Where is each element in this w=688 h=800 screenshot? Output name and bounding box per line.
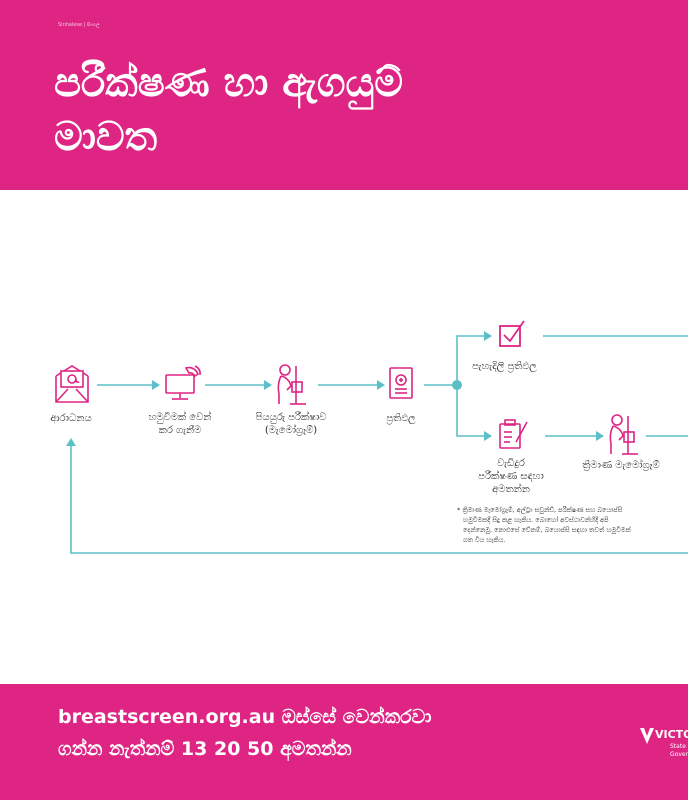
victoria-v-icon (640, 728, 654, 744)
arrowhead (264, 380, 272, 390)
logo-text: VICTORIA (655, 728, 688, 741)
person-mammogram-3d-icon (609, 414, 638, 455)
label-booking-line1: හමුවීමක් වෙන් (149, 410, 212, 423)
label-booking-line2: කර ගැනීම (159, 424, 202, 436)
arrowheads (66, 331, 604, 446)
footer-website-line: breastscreen.org.au ඔස්සේ වෙන්කරවා (58, 706, 432, 728)
arrowhead (66, 438, 76, 446)
label-screening-line2: (මැමෝග්‍රෑම්) (265, 423, 317, 436)
page-title: පරීක්ෂණ හා ඇගයුම් මාවත (54, 56, 654, 164)
label-results: ප්‍රතිඵල (386, 413, 416, 424)
victoria-logo: VICTORIA State Government (640, 726, 688, 776)
logo-subtitle: State Government (670, 743, 688, 759)
header-banner: Sinhalese | සිංහල පරීක්ෂණ හා ඇගයුම් මාවත (0, 0, 688, 190)
arrowhead (484, 431, 492, 441)
footnote-line1: * ත්‍රිමාණ මැමෝග්‍රෑම්, අල්ට්‍රා සවුන්ඩ්… (457, 506, 623, 515)
flow-lines (70, 335, 688, 554)
title-line-2: මාවත (54, 114, 158, 160)
envelope-icon (55, 365, 89, 403)
branch-node (452, 380, 462, 390)
clipboard-pen-icon (499, 419, 528, 449)
arrowhead (484, 331, 492, 341)
label-invitation: ආරාධනය (50, 412, 91, 424)
footnote-line2: හමුවීමකදී සිදු කළ හැකිය. බොහෝ අවස්ථාවන්හ… (463, 516, 609, 525)
title-line-1: පරීක්ෂණ හා ඇගයුම් (54, 60, 404, 106)
label-further-line1: වැඩිදුර (497, 457, 525, 469)
footnote-line4: ගත විය හැකිය. (463, 536, 505, 544)
footer-phone-line: ගන්න නැත්නම් 13 20 50 අමතන්න (58, 738, 352, 760)
label-3d-mammogram: ත්‍රිමාණ මැමෝග්‍රෑම් (582, 458, 659, 471)
logo-sub-state: State (670, 743, 686, 750)
footnote-line3: දෙන්නෙමු, නොඑසේ වේනම්, බයොප්සි සඳහා තවත්… (463, 526, 631, 535)
label-screening-line1: පියයුරු පරීක්ෂාව (255, 410, 326, 423)
label-further-line3: අමතන්න (492, 482, 530, 495)
return-loop-line (70, 446, 688, 554)
flow-diagram-svg: ආරාධනය හමුවීමක් වෙන් කර ගැනීම පියයුරු පර… (50, 320, 688, 554)
document-icon (389, 367, 413, 399)
branch-down-line (456, 385, 484, 437)
pathway-diagram: ආරාධනය හමුවීමක් වෙන් කර ගැනීම පියයුරු පර… (0, 190, 688, 684)
label-clear-results: පැහැදිලි ප්‍රතිඵල (472, 361, 537, 372)
label-further-line2: පරීක්ෂණ සඳහා (478, 469, 544, 482)
arrowhead (596, 431, 604, 441)
checkbox-icon (499, 320, 525, 347)
person-mammogram-icon (277, 364, 306, 405)
arrowhead (152, 380, 160, 390)
computer-phone-icon (165, 365, 201, 400)
arrowhead (377, 380, 385, 390)
language-tag: Sinhalese | සිංහල (58, 22, 100, 28)
footer-banner: breastscreen.org.au ඔස්සේ වෙන්කරවා ගන්න … (0, 684, 688, 800)
logo-sub-government: Government (670, 751, 688, 758)
branch-up-line (456, 335, 484, 385)
